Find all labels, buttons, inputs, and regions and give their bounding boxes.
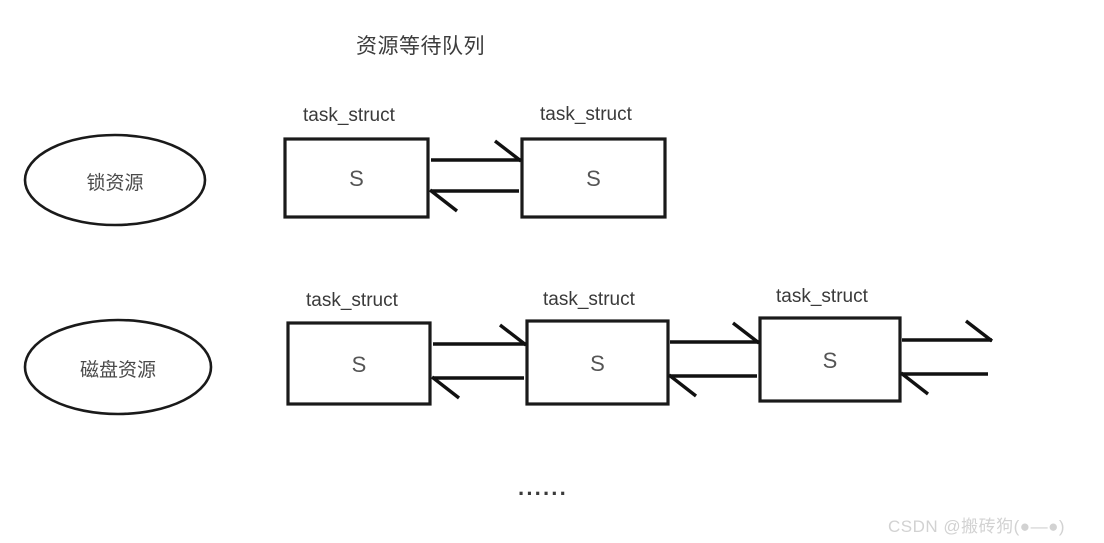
task-struct-caption-r2-1: task_struct bbox=[306, 290, 398, 311]
task-state-r2-3: S bbox=[822, 348, 838, 373]
more-queues-ellipsis: ······ bbox=[518, 481, 568, 506]
task-state-r1-2: S bbox=[586, 166, 601, 191]
link-arrow-r2-forward-1 bbox=[433, 323, 528, 347]
link-arrow-r2-trailing-forward bbox=[902, 319, 994, 343]
task-struct-box-r2-3 bbox=[758, 316, 902, 403]
resource-label-lock: 锁资源 bbox=[86, 173, 144, 194]
page-title: 资源等待队列 bbox=[356, 35, 485, 58]
task-struct-caption-r2-2: task_struct bbox=[543, 289, 635, 310]
resource-ellipse-lock bbox=[23, 133, 207, 227]
task-struct-caption-r1-1: task_struct bbox=[303, 105, 395, 126]
task-struct-caption-r1-2: task_struct bbox=[540, 104, 632, 125]
task-state-r2-1: S bbox=[351, 352, 367, 377]
task-state-r1-1: S bbox=[349, 166, 364, 191]
task-struct-box-r1-1 bbox=[283, 137, 430, 219]
link-arrow-r1-backward bbox=[428, 188, 519, 213]
resource-ellipse-disk bbox=[23, 318, 213, 416]
link-arrow-r2-trailing-backward bbox=[899, 371, 988, 396]
link-arrow-r1-forward bbox=[431, 139, 523, 163]
task-struct-box-r2-1 bbox=[286, 321, 432, 406]
task-struct-box-r1-2 bbox=[520, 137, 667, 219]
task-struct-box-r2-2 bbox=[525, 319, 670, 406]
link-arrow-r2-backward-2 bbox=[667, 373, 757, 398]
task-struct-caption-r2-3: task_struct bbox=[776, 286, 868, 307]
link-arrow-r2-forward-2 bbox=[670, 321, 761, 345]
watermark: CSDN @搬砖狗(●—●) bbox=[888, 517, 1066, 536]
task-state-r2-2: S bbox=[590, 351, 605, 376]
link-arrow-r2-backward-1 bbox=[430, 375, 524, 400]
resource-label-disk: 磁盘资源 bbox=[79, 360, 156, 381]
